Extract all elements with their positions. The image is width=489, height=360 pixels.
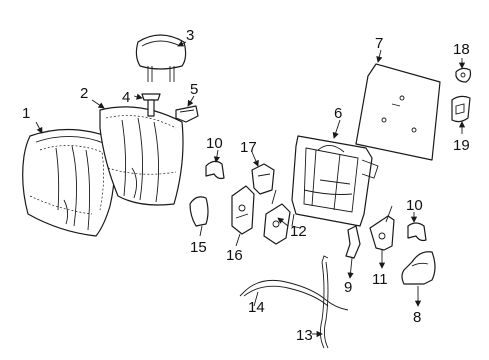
part-13-release-cable	[319, 255, 329, 349]
part-5-guide-clip	[175, 105, 199, 123]
part-15-knob-cover	[189, 196, 209, 227]
part-3-headrest	[135, 34, 187, 82]
callout-1: 1	[22, 105, 30, 122]
part-11-recliner-right	[369, 205, 395, 251]
callout-12: 12	[290, 223, 307, 240]
callout-14: 14	[248, 299, 265, 316]
part-18-latch-knob	[455, 67, 472, 83]
part-1-seat-back-cover	[22, 128, 116, 237]
part-12-recliner-center	[263, 189, 291, 245]
part-2-seat-back-pad	[99, 106, 184, 206]
callout-13: 13	[296, 327, 313, 344]
callout-8: 8	[413, 309, 421, 326]
part-17-bracket	[251, 163, 275, 195]
leader-lines	[35, 40, 466, 338]
callout-16: 16	[226, 247, 243, 264]
part-10-cover-left	[205, 160, 225, 180]
part-6-seat-back-frame	[291, 135, 379, 237]
callout-5: 5	[190, 81, 198, 98]
callout-4: 4	[122, 89, 130, 106]
callout-10-right: 10	[406, 197, 423, 214]
part-19-latch-bezel	[451, 95, 471, 123]
part-16-recliner-left	[231, 185, 255, 235]
callout-3: 3	[186, 27, 194, 44]
part-8-side-trim	[401, 251, 436, 285]
callout-6: 6	[334, 105, 342, 122]
callout-10-left: 10	[206, 135, 223, 152]
callout-11: 11	[372, 271, 388, 288]
callout-18: 18	[453, 41, 470, 58]
callout-19: 19	[453, 137, 470, 154]
callout-15: 15	[190, 239, 207, 256]
part-9-striker	[345, 225, 361, 259]
callout-7: 7	[375, 35, 383, 52]
part-4-headrest-guide	[141, 93, 161, 117]
part-14-release-cable	[239, 279, 349, 311]
callout-9: 9	[344, 279, 352, 296]
part-10-cover-right	[407, 222, 427, 242]
callout-17: 17	[240, 139, 257, 156]
part-7-back-panel	[355, 63, 441, 161]
callout-2: 2	[80, 85, 88, 102]
